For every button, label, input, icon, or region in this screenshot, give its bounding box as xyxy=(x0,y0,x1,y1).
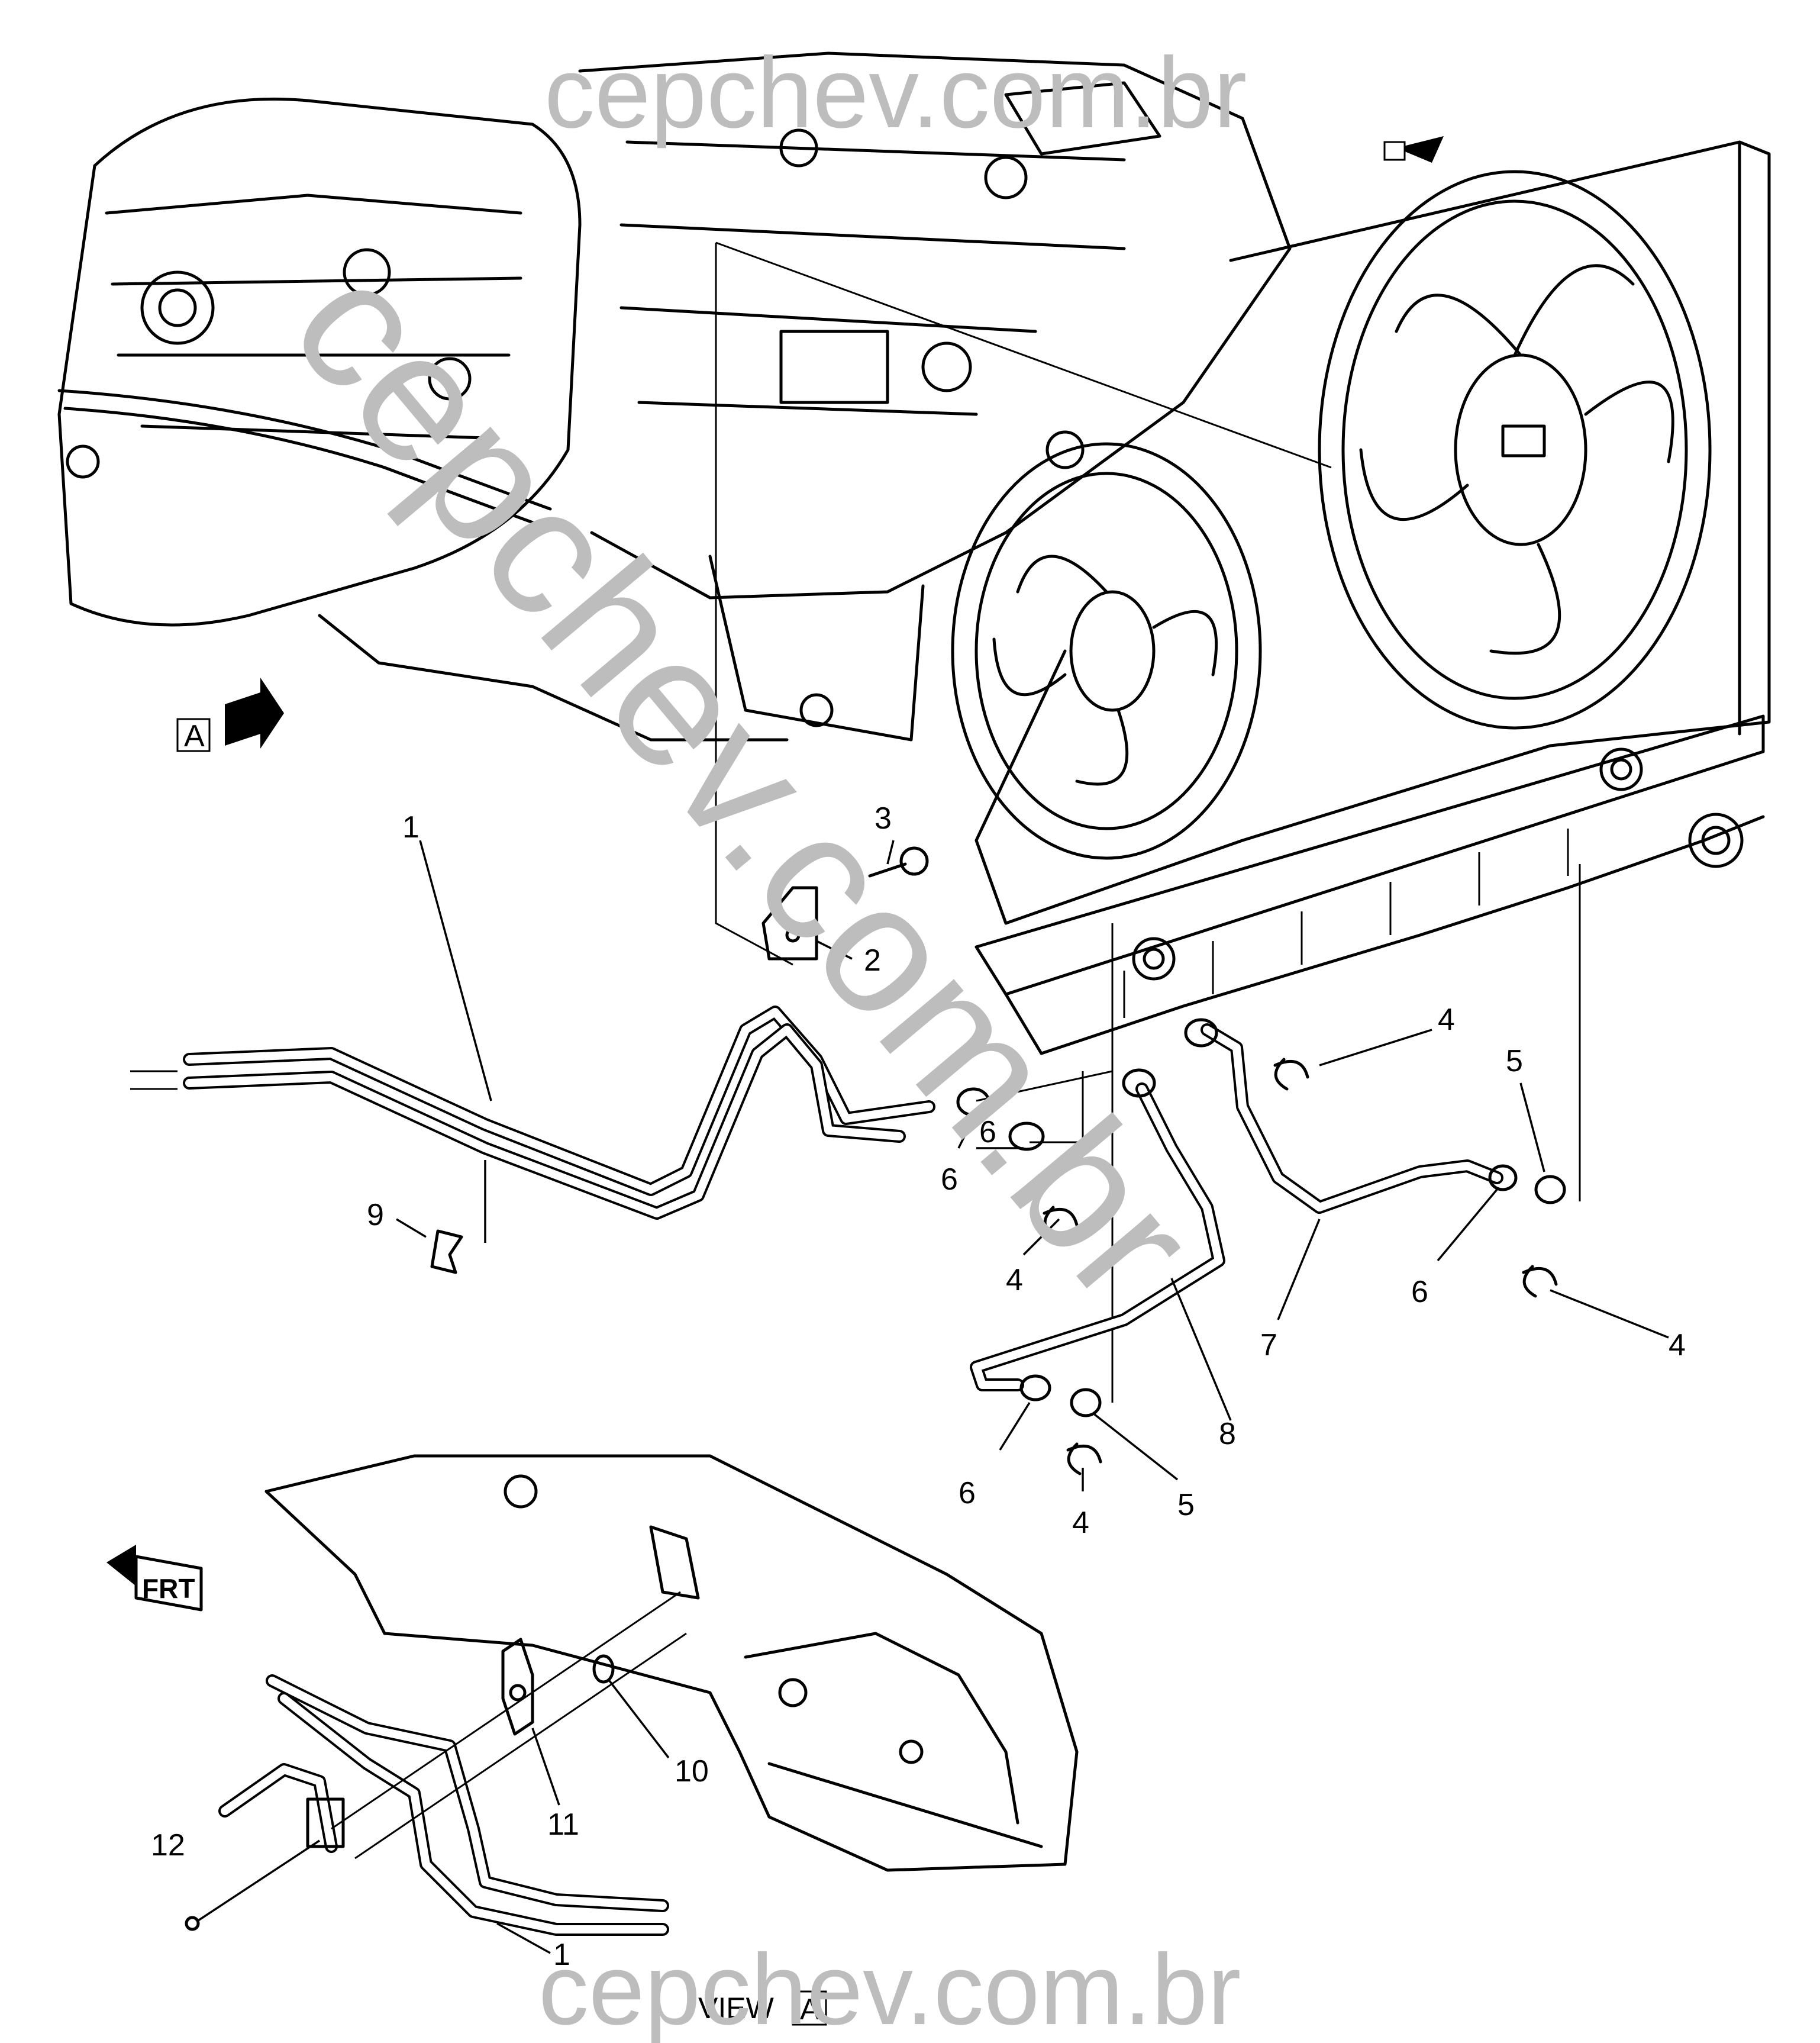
engine-transmission-assembly xyxy=(57,51,1444,966)
callout-10: 10 xyxy=(675,1754,709,1789)
callout-3: 3 xyxy=(874,801,892,836)
callout-5b: 5 xyxy=(1177,1488,1195,1522)
watermark-bottom: cepchev.com.br xyxy=(538,1934,1241,2043)
callout-labels: 1 2 3 4 4 4 4 5 5 6 6 6 6 7 8 9 xyxy=(367,801,1686,1540)
watermark-diagonal: cepchev.com.br xyxy=(253,224,1235,1339)
view-caption-letter: A xyxy=(800,1993,820,2026)
callout-2: 2 xyxy=(864,943,881,978)
callout-4c: 4 xyxy=(1669,1328,1686,1362)
transmission-cooler-lines xyxy=(130,846,1566,1475)
callout-4a: 4 xyxy=(1438,1003,1455,1037)
callout-4d: 4 xyxy=(1072,1506,1089,1540)
watermark-top: cepchev.com.br xyxy=(544,37,1247,149)
callout-1-inset: 1 xyxy=(553,1938,570,1972)
callout-6b: 6 xyxy=(1411,1275,1428,1309)
view-caption-word: VIEW xyxy=(698,1992,775,2025)
radiator-fan-assembly xyxy=(951,140,1771,1403)
view-a-marker: A xyxy=(176,678,284,753)
front-marker-label: FRT xyxy=(142,1573,195,1604)
callout-6a: 6 xyxy=(941,1162,958,1197)
callout-7: 7 xyxy=(1260,1328,1277,1362)
view-a-inset: FRT 10 11 12 1 VIEW A xyxy=(107,1454,1079,2026)
callout-5a: 5 xyxy=(1506,1044,1523,1078)
callout-9: 9 xyxy=(367,1198,384,1232)
callout-1: 1 xyxy=(402,810,419,845)
callout-12: 12 xyxy=(151,1828,185,1862)
callout-leaders xyxy=(396,840,1669,1491)
callout-6c: 6 xyxy=(959,1476,976,1510)
callout-8: 8 xyxy=(1219,1417,1236,1451)
view-a-marker-letter: A xyxy=(184,719,205,753)
callout-11: 11 xyxy=(547,1807,579,1842)
callout-6d: 6 xyxy=(979,1115,996,1149)
callout-4b: 4 xyxy=(1006,1263,1023,1297)
